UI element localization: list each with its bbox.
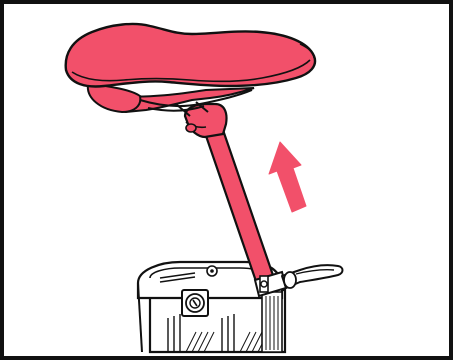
battery-lock-icon [182, 290, 208, 316]
